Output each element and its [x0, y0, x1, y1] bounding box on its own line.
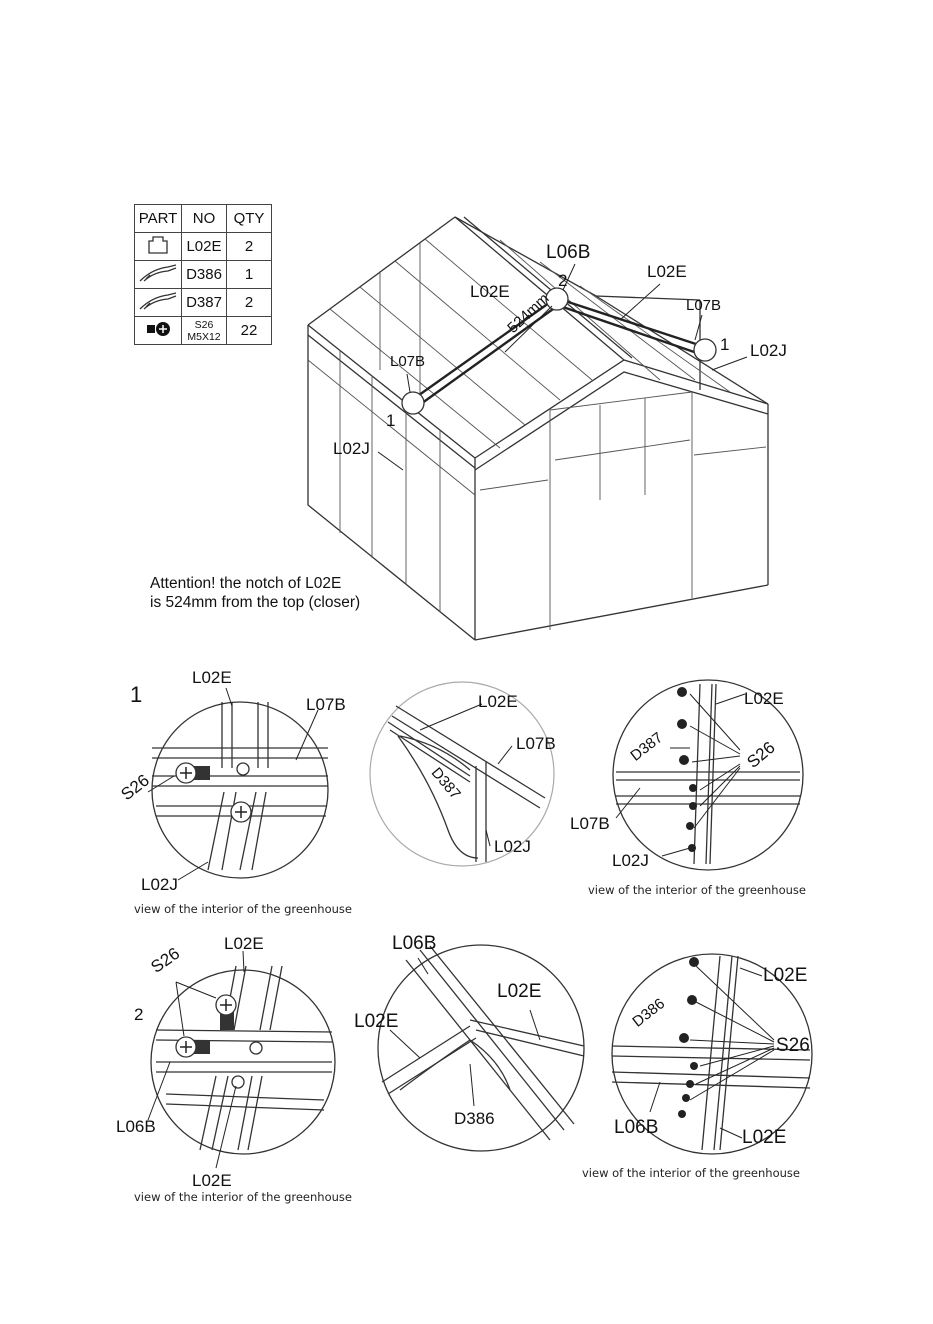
- detail-2-left-l02e-bottom: L02E: [192, 1171, 232, 1190]
- header-part: PART: [134, 204, 182, 233]
- parts-table: PART NO QTY L02E 2 D386 1 D387 2 S26 M5X…: [134, 204, 272, 345]
- detail-2-left-l06b: L06B: [116, 1117, 156, 1136]
- marker-1-left: 1: [386, 411, 396, 430]
- detail-1-left-l07b: L07B: [306, 695, 346, 714]
- marker-1-right: 1: [720, 335, 730, 354]
- part-no: S26 M5X12: [181, 316, 227, 345]
- parts-table-header: PART NO QTY: [134, 204, 272, 233]
- part-no: L02E: [181, 232, 227, 261]
- detail-2-right-l06b: L06B: [614, 1117, 659, 1138]
- attention-line-1: Attention! the notch of L02E: [150, 575, 342, 592]
- detail-2-middle-l02e-right: L02E: [497, 981, 542, 1002]
- detail-1-right-l02e: L02E: [744, 689, 784, 708]
- greenhouse-drawing: [307, 216, 769, 641]
- label-l07b-right: L07B: [686, 297, 722, 314]
- detail-1-middle-l02j: L02J: [494, 837, 531, 856]
- detail-1-left-l02j: L02J: [141, 875, 178, 894]
- part-qty: 2: [226, 232, 272, 261]
- step-2-number: 2: [134, 1005, 144, 1024]
- label-l02e-left: L02E: [470, 282, 510, 301]
- detail-1-left-caption: view of the interior of the greenhouse: [134, 902, 352, 916]
- label-l07b-left: L07B: [390, 353, 426, 370]
- label-l02e-right: L02E: [647, 262, 687, 281]
- label-l02j-right: L02J: [750, 341, 787, 360]
- detail-2-middle-l02e-left: L02E: [354, 1011, 399, 1032]
- detail-1-middle-l07b: L07B: [516, 734, 556, 753]
- detail-2-left-l02e-top: L02E: [224, 934, 264, 953]
- detail-2-right-s26: S26: [776, 1035, 810, 1056]
- label-l06b: L06B: [546, 242, 591, 263]
- detail-1-middle-l02e: L02E: [478, 692, 518, 711]
- detail-2-middle-d386: D386: [454, 1109, 495, 1128]
- attention-line-2: is 524mm from the top (closer): [150, 594, 361, 611]
- detail-2-left-caption: view of the interior of the greenhouse: [134, 1190, 352, 1204]
- step-1-number: 1: [130, 682, 143, 707]
- header-qty: QTY: [226, 204, 272, 233]
- detail-2-right-caption: view of the interior of the greenhouse: [582, 1166, 800, 1180]
- marker-2: 2: [558, 271, 568, 290]
- part-qty: 22: [226, 316, 272, 345]
- detail-1-right-l07b: L07B: [570, 814, 610, 833]
- part-no-line2: M5X12: [187, 330, 221, 343]
- part-no-line1: S26: [194, 318, 214, 331]
- detail-2-right-l02e-top: L02E: [763, 965, 808, 986]
- detail-2-middle-l06b: L06B: [392, 933, 437, 954]
- attention-note: Attention! the notch of L02E is 524mm fr…: [150, 574, 360, 612]
- detail-2-right-l02e-bottom: L02E: [742, 1127, 787, 1148]
- corner-brace-icon: [134, 288, 182, 317]
- detail-1-left-l02e: L02E: [192, 668, 232, 687]
- detail-1-right-l02j: L02J: [612, 851, 649, 870]
- label-l02j-left: L02J: [333, 439, 370, 458]
- header-no: NO: [181, 204, 227, 233]
- parts-row: S26 M5X12 22: [134, 316, 272, 345]
- detail-1-right-caption: view of the interior of the greenhouse: [588, 883, 806, 897]
